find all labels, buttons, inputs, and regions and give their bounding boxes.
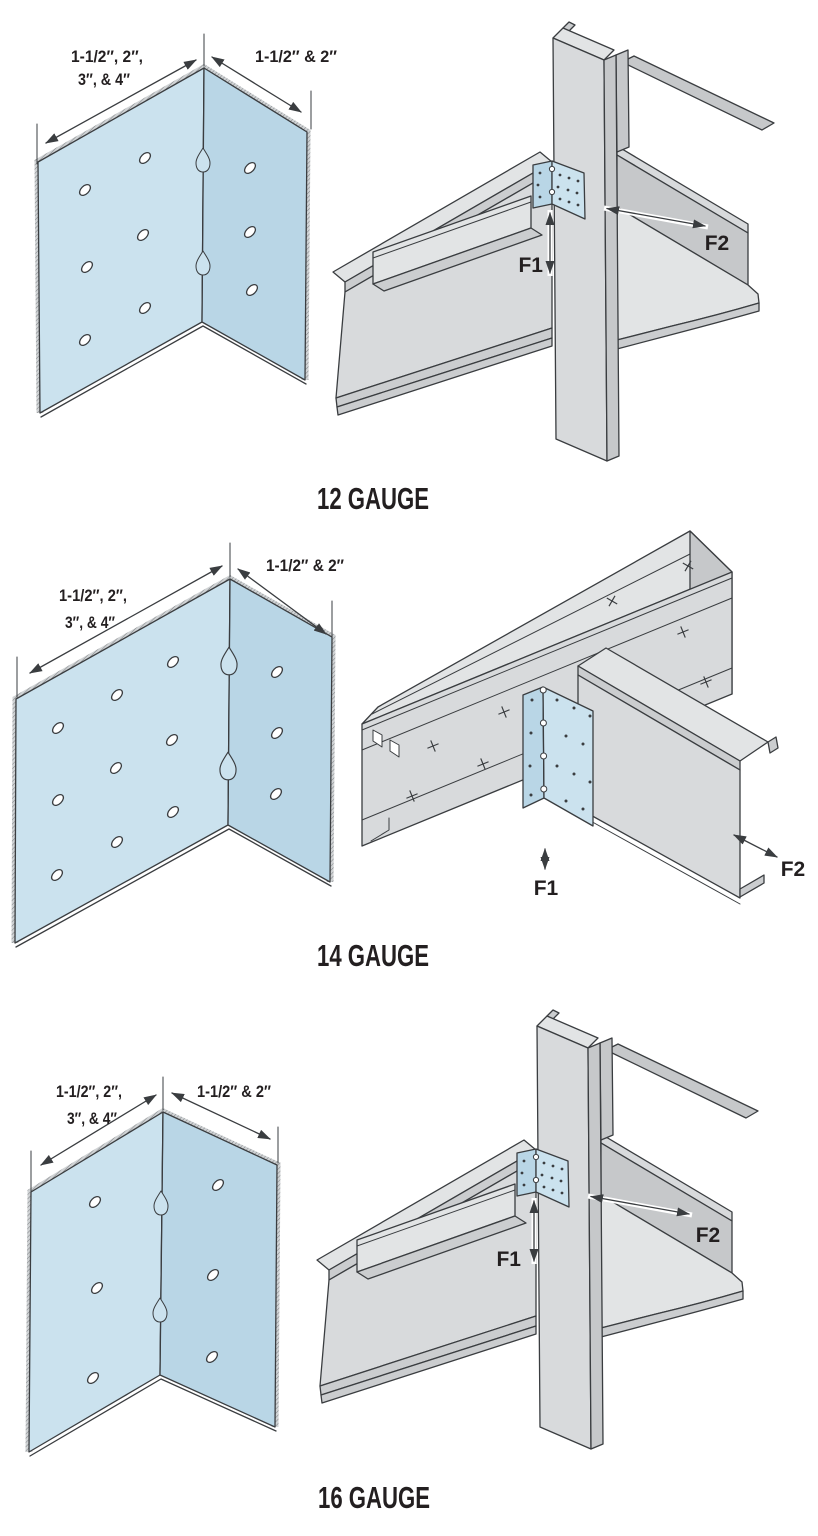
end-lip-notch — [372, 729, 383, 748]
fold-line — [201, 67, 205, 323]
right-dimension: 1-1/2″ & 2″ — [255, 47, 337, 66]
force-label-f1: F1 — [518, 254, 543, 277]
right-dimension: 1-1/2″ & 2″ — [266, 556, 344, 575]
dimension-arrow-left — [40, 1094, 157, 1166]
end-lip-notch — [389, 739, 400, 758]
dimension-arrow-right — [237, 568, 327, 635]
force-label-f2: F2 — [696, 1224, 721, 1247]
force-label-f2: F2 — [781, 858, 806, 881]
connector-clip — [522, 686, 594, 827]
figure-16-gauge: 1-1/2″, 2″, 3″, & 4″ 1-1/2″ & 2″ F1 F2 1… — [25, 990, 818, 1515]
figure-12-gauge: 1-1/2″, 2″, 3″, & 4″ 1-1/2″ & 2″ F1 F2 1… — [34, 0, 818, 516]
clip-left-face — [37, 67, 205, 414]
caption-12-gauge: 12 GAUGE — [317, 481, 429, 516]
fold-line — [227, 578, 231, 826]
force-label-f1: F1 — [534, 877, 559, 900]
bottom-thickness-edge — [29, 1378, 277, 1457]
force-arrow-f2 — [733, 834, 778, 858]
left-dimension-line2: 3″, & 4″ — [78, 70, 130, 89]
caption-16-gauge: 16 GAUGE — [318, 1480, 430, 1515]
dimension-arrow-left — [29, 565, 223, 674]
joist-top-lip — [767, 736, 779, 754]
left-dimension-line1: 1-1/2″, 2″, — [56, 1082, 122, 1101]
bottom-thickness-edge — [40, 325, 307, 418]
left-dimension-line2: 3″, & 4″ — [67, 1109, 117, 1128]
framing-assembly-illustration — [317, 1010, 758, 1449]
clip-left-face — [28, 1111, 164, 1453]
clip-right-face — [201, 67, 308, 381]
fold-line — [159, 1111, 164, 1376]
left-dimension-line2: 3″, & 4″ — [65, 613, 115, 632]
dimension-annotations — [16, 542, 333, 698]
dimension-annotations — [30, 1076, 279, 1192]
angle-clip-illustration — [34, 63, 311, 418]
bottom-thickness-edge — [15, 828, 332, 948]
dimension-arrow-left — [45, 59, 197, 144]
force-label-f1: F1 — [496, 1248, 521, 1271]
dimension-annotations — [36, 33, 312, 165]
c-joist — [577, 647, 779, 905]
figure-14-gauge: 1-1/2″, 2″, 3″, & 4″ 1-1/2″ & 2″ F1 F2 1… — [11, 530, 806, 973]
dimension-arrow-right — [211, 56, 302, 113]
force-arrows — [540, 834, 778, 870]
angle-clip-illustration — [11, 574, 336, 948]
clip-right-face — [159, 1111, 278, 1428]
left-dimension-line1: 1-1/2″, 2″, — [71, 47, 143, 66]
force-label-f2: F2 — [705, 232, 730, 255]
left-dimension-line1: 1-1/2″, 2″, — [59, 586, 127, 605]
dimension-arrow-right — [171, 1092, 271, 1140]
end-lip-bottom — [370, 817, 390, 842]
joist-bottom-lip — [739, 874, 765, 898]
right-dimension: 1-1/2″ & 2″ — [197, 1082, 271, 1101]
angle-clip-illustration — [25, 1108, 281, 1457]
caption-14-gauge: 14 GAUGE — [317, 938, 429, 973]
header-joist-assembly — [361, 530, 779, 905]
beam-top-seam — [371, 548, 701, 715]
